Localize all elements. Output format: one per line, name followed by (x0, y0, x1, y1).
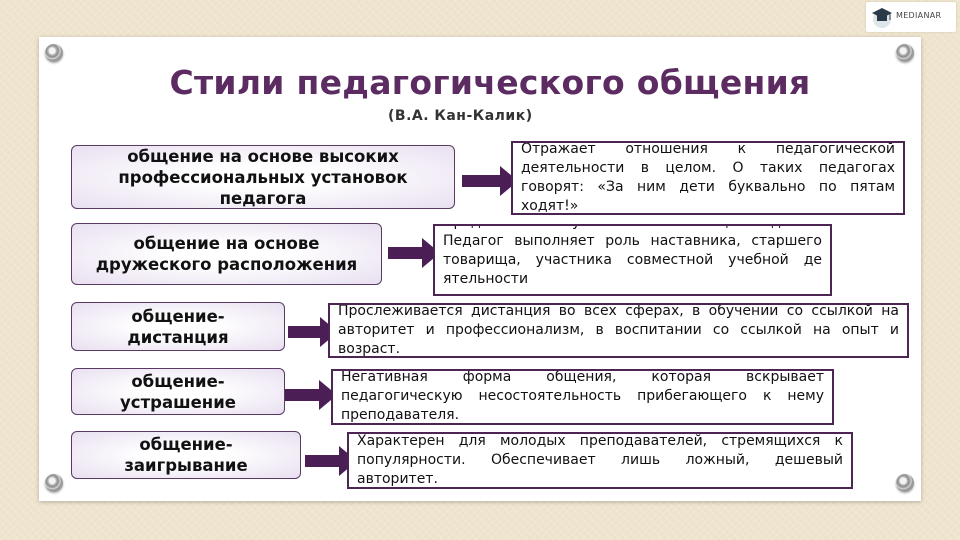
arrow-right-icon (462, 166, 518, 196)
style-box-friendly: общение на основе дружеского расположени… (71, 223, 382, 285)
description-intimidation: Негативная форма общения, которая вскрыв… (331, 369, 834, 425)
description-text: Отражает отношения к педагогической деят… (521, 141, 895, 214)
description-distance: Прослеживается дистанция во всех сферах,… (328, 303, 909, 358)
pin-bottom-left (45, 474, 63, 492)
arrow-right-icon (305, 446, 357, 476)
pin-bottom-right (896, 474, 914, 492)
slide-subtitle: (В.А. Кан-Калик) (388, 108, 533, 124)
medianar-logo: MEDIANAR (866, 2, 956, 32)
description-text: Негативная форма общения, которая вскрыв… (341, 369, 824, 423)
description-text: Прослеживается дистанция во всех сферах,… (338, 303, 899, 357)
logo-text: MEDIANAR (896, 11, 942, 20)
description-flirting: Характерен для молодых преподавателей, с… (347, 432, 853, 489)
slide-title: Стили педагогического общения (169, 63, 811, 102)
graduation-cap-icon (872, 8, 892, 28)
description-high-professional: Отражает отношения к педагогической деят… (511, 141, 905, 215)
description-text: Предполагает увлеченность общим делом. П… (443, 226, 822, 287)
pin-top-right (896, 44, 914, 62)
arrow-right-icon (388, 238, 440, 268)
style-box-flirting: общение-заигрывание (71, 431, 301, 479)
arrow-right-icon (285, 380, 337, 410)
arrow-right-icon (288, 317, 338, 347)
description-text: Характерен для молодых преподавателей, с… (357, 433, 843, 487)
style-box-distance: общение-дистанция (71, 302, 285, 351)
style-box-intimidation: общение-устрашение (71, 368, 285, 415)
description-friendly: Предполагает увлеченность общим делом. П… (433, 224, 832, 296)
style-box-high-professional: общение на основе высоких профессиональн… (71, 145, 455, 209)
pin-top-left (45, 44, 63, 62)
